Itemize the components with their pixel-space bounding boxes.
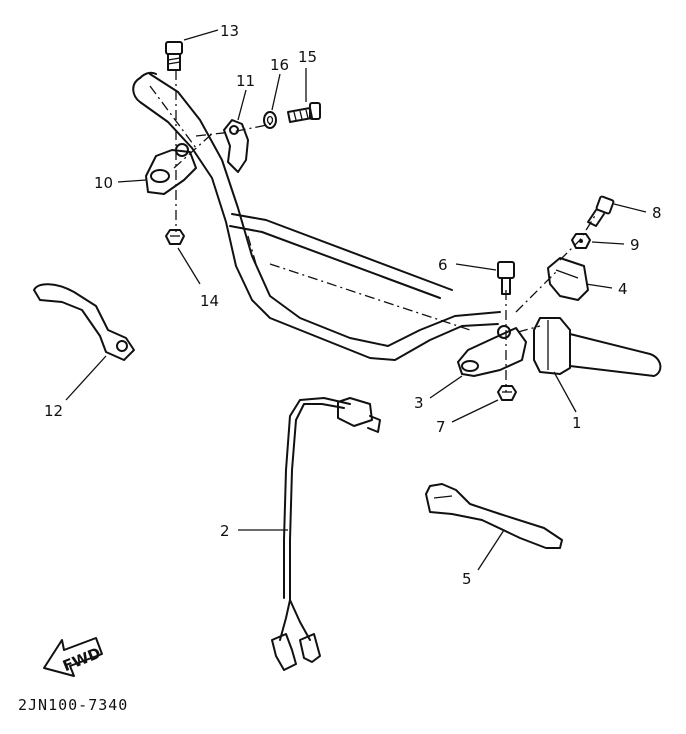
callout-13: 13 — [220, 22, 239, 40]
lever-5 — [425, 483, 563, 549]
lever-12 — [33, 283, 135, 361]
bolt-8 — [587, 195, 615, 227]
assembly-lines — [149, 70, 597, 392]
nut-7 — [497, 385, 517, 401]
bolt-6 — [497, 261, 515, 295]
lever-holder-3 — [457, 325, 527, 377]
fwd-arrow: FWD — [43, 637, 103, 677]
clamp-4 — [547, 257, 589, 301]
callout-15: 15 — [298, 48, 317, 66]
callouts: 13 16 15 11 10 14 8 9 4 6 3 7 1 — [44, 22, 662, 588]
callout-3: 3 — [414, 394, 424, 412]
callout-12: 12 — [44, 402, 63, 420]
bolt-13 — [165, 41, 183, 71]
callout-4: 4 — [618, 280, 628, 298]
callout-16: 16 — [270, 56, 289, 74]
callout-5: 5 — [462, 570, 472, 588]
handlebar — [132, 71, 501, 361]
nut-9 — [571, 233, 591, 249]
callout-6: 6 — [438, 256, 448, 274]
bolt-15 — [287, 102, 321, 123]
callout-2: 2 — [220, 522, 230, 540]
callout-7: 7 — [436, 418, 446, 436]
nut-14 — [165, 229, 185, 245]
callout-11: 11 — [236, 72, 255, 90]
drawing-code: 2JN100-7340 — [18, 696, 128, 714]
callout-14: 14 — [200, 292, 219, 310]
washer-16 — [263, 111, 277, 129]
callout-9: 9 — [630, 236, 640, 254]
callout-10: 10 — [94, 174, 113, 192]
holder-11 — [223, 119, 249, 173]
switch-grip-1 — [533, 317, 662, 377]
callout-1: 1 — [572, 414, 582, 432]
holder-10 — [145, 143, 197, 195]
switch-lead-2 — [271, 397, 381, 671]
callout-8: 8 — [652, 204, 662, 222]
